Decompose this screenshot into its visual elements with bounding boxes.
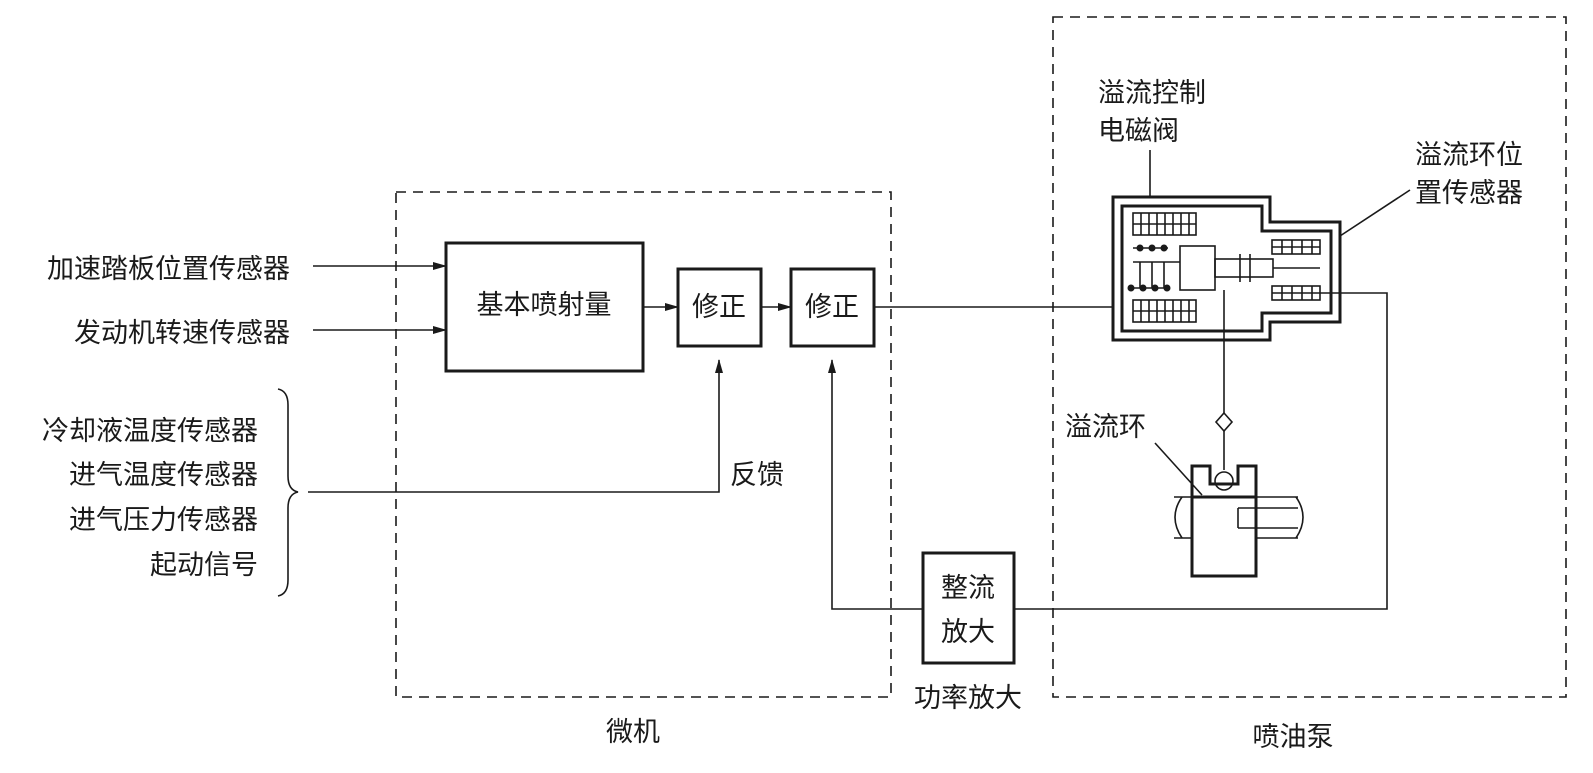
spill-ring-linkage-joint: [1214, 411, 1234, 433]
ring-sensor-label-line1: 溢流环位: [1415, 140, 1523, 171]
solenoid-coil-bottom-hatch: [1133, 300, 1196, 322]
solenoid-armature: [1179, 245, 1216, 291]
ring-sensor-coil-bottom-hatch: [1272, 286, 1320, 300]
spill-ring-label: 溢流环: [1065, 412, 1146, 443]
ring-sensor-label-line2: 置传感器: [1415, 178, 1523, 209]
base-injection-label: 基本喷射量: [477, 290, 612, 321]
sensor-group-brace: [277, 388, 299, 597]
correction-2-label: 修正: [805, 292, 859, 323]
solenoid-valve-housing-outer: [1111, 195, 1342, 342]
rectifier-amplifier-block: [921, 551, 1016, 665]
sensor-engine-speed-label: 发动机转速传感器: [74, 318, 290, 349]
spill-ring-assembly: [1174, 464, 1304, 578]
solenoid-valve-label-line2: 电磁阀: [1098, 116, 1179, 147]
correction-1-label: 修正: [692, 292, 746, 323]
solenoid-plunger: [1214, 258, 1274, 278]
rectifier-amplifier-line2: 放大: [941, 617, 995, 648]
ring-sensor-leader: [1339, 189, 1411, 237]
ring-sensor-signal-line: [1014, 292, 1388, 610]
sensor-accel-pedal-label: 加速踏板位置传感器: [47, 254, 290, 285]
solenoid-valve-housing-inner: [1120, 204, 1333, 333]
solenoid-coil-top-hatch: [1133, 213, 1196, 235]
solenoid-valve-label-line1: 溢流控制: [1098, 78, 1206, 109]
injection-pump-region: [1052, 16, 1567, 698]
sensor-coolant-temp-label: 冷却液温度传感器: [42, 416, 258, 447]
power-amplifier-label: 功率放大: [914, 683, 1022, 714]
injection-pump-label: 喷油泵: [1253, 722, 1334, 753]
sensor-group-feedback-line: [308, 359, 723, 493]
sensor-intake-pressure-label: 进气压力传感器: [69, 505, 258, 536]
sensor-intake-temp-label: 进气温度传感器: [69, 460, 258, 491]
ring-sensor-coil-top-hatch: [1272, 240, 1320, 254]
feedback-label: 反馈: [730, 460, 784, 491]
solenoid-plunger-joints: [1239, 254, 1251, 282]
microcomputer-region: [395, 191, 892, 698]
base-injection-block: [444, 241, 645, 373]
microcomputer-label: 微机: [606, 717, 660, 748]
amplifier-to-correction2-line: [828, 359, 923, 610]
sensor-start-signal-label: 起动信号: [150, 550, 258, 581]
solenoid-terminal-dots: [1127, 244, 1180, 292]
rectifier-amplifier-line1: 整流: [941, 573, 995, 604]
spill-ring-leader: [1154, 442, 1203, 496]
